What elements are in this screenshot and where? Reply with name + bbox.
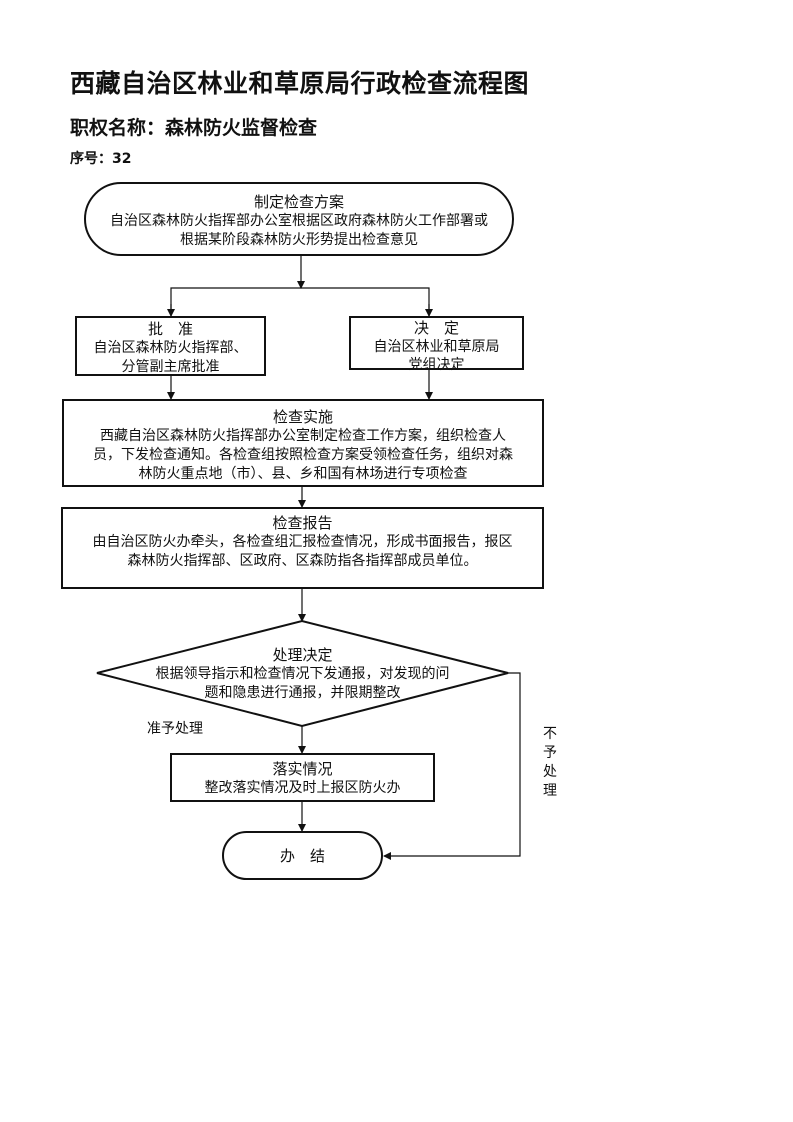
node-title: 检查报告 (272, 514, 333, 532)
node-text: 分管副主席批准 (121, 359, 220, 375)
node-text: 林防火重点地（市）、县、乡和国有林场进行专项检查 (138, 466, 468, 482)
node-title: 办 结 (279, 846, 325, 865)
node-close: 办 结 (222, 831, 383, 880)
label-char: 理 (543, 783, 557, 799)
page-title: 西藏自治区林业和草原局行政检查流程图 (70, 69, 530, 98)
node-text: 题和隐患进行通报，并限期整改 (204, 685, 401, 701)
node-title: 检查实施 (272, 408, 333, 426)
label-char: 予 (543, 745, 557, 761)
node-title: 制定检查方案 (253, 193, 344, 211)
node-text: 党组决定 (408, 357, 465, 373)
node-text: 自治区森林防火指挥部、 (93, 340, 248, 356)
serial-number: 序号：32 (70, 151, 132, 167)
node-text: 根据领导指示和检查情况下发通报，对发现的问 (155, 666, 450, 682)
node-text: 由自治区防火办牵头，各检查组汇报检查情况，形成书面报告，报区 (92, 534, 513, 550)
node-text: 森林防火指挥部、区政府、区森防指各指挥部成员单位。 (127, 553, 478, 569)
node-decide: 决 定 自治区林业和草原局 党组决定 (349, 316, 524, 373)
arrow-no-action-close (383, 672, 521, 860)
node-text: 根据某阶段森林防火形势提出检查意见 (180, 232, 418, 248)
node-title: 批 准 (147, 320, 193, 338)
node-title: 落实情况 (272, 760, 333, 778)
node-text: 自治区林业和草原局 (373, 339, 500, 355)
split-line (170, 287, 430, 316)
label-no-action: 不 予 处 理 (542, 725, 558, 801)
node-title: 决 定 (413, 319, 459, 337)
authority-name: 职权名称：森林防火监督检查 (70, 117, 318, 139)
node-title: 处理决定 (272, 646, 333, 664)
label-char: 处 (543, 764, 557, 780)
node-text: 西藏自治区森林防火指挥部办公室制定检查工作方案，组织检查人 (100, 428, 506, 444)
node-followup: 落实情况 整改落实情况及时上报区防火办 (170, 753, 435, 802)
label-approve-action: 准予处理 (147, 721, 203, 737)
label-char: 不 (543, 726, 557, 742)
node-text: 自治区森林防火指挥部办公室根据区政府森林防火工作部署或 (110, 213, 488, 229)
node-approve: 批 准 自治区森林防火指挥部、 分管副主席批准 (75, 316, 266, 376)
node-report: 检查报告 由自治区防火办牵头，各检查组汇报检查情况，形成书面报告，报区 森林防火… (61, 507, 544, 589)
node-text: 整改落实情况及时上报区防火办 (204, 780, 401, 796)
node-text: 员，下发检查通知。各检查组按照检查方案受领检查任务，组织对森 (93, 447, 513, 463)
node-implement: 检查实施 西藏自治区森林防火指挥部办公室制定检查工作方案，组织检查人 员，下发检… (62, 399, 544, 487)
node-plan: 制定检查方案 自治区森林防火指挥部办公室根据区政府森林防火工作部署或 根据某阶段… (84, 182, 514, 256)
node-handle: 处理决定 根据领导指示和检查情况下发通报，对发现的问 题和隐患进行通报，并限期整… (97, 645, 508, 703)
